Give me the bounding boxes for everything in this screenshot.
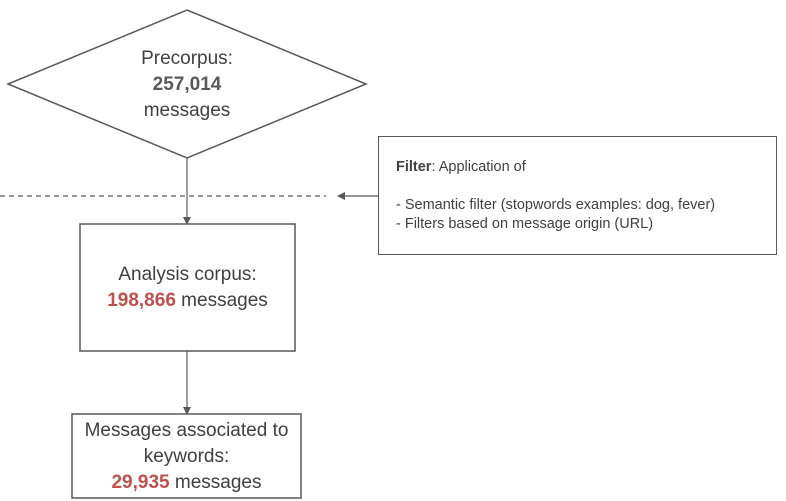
analysis-corpus-label: Analysis corpus: 198,866 messages (80, 262, 295, 314)
analysis-corpus-box (79, 223, 296, 352)
precorpus-label: Precorpus: 257,014 messages (87, 46, 287, 124)
keywords-count-line: 29,935 messages (72, 470, 301, 496)
keywords-box (71, 413, 302, 499)
keywords-label: Messages associated to keywords: 29,935 … (72, 418, 301, 496)
analysis-title: Analysis corpus: (118, 264, 257, 285)
filter-label: Filter (396, 159, 432, 175)
filter-item-semantic: - Semantic filter (stopwords examples: d… (396, 197, 716, 213)
precorpus-unit: messages (143, 100, 231, 121)
keywords-count: 29,935 (111, 472, 170, 493)
keywords-title-line1: Messages associated to (84, 420, 289, 441)
filter-item-origin: - Filters based on message origin (URL) (396, 216, 654, 232)
keywords-unit: messages (174, 472, 262, 493)
filter-heading: Filter: Application of (396, 159, 776, 175)
filter-box: Filter: Application of - Semantic filter… (378, 136, 777, 255)
analysis-count: 198,866 (107, 290, 176, 311)
analysis-count-line: 198,866 messages (80, 288, 295, 314)
keywords-title-line2: keywords: (143, 446, 230, 467)
analysis-unit: messages (181, 290, 268, 311)
filter-intro: : Application of (431, 159, 526, 175)
precorpus-count: 257,014 (152, 74, 222, 95)
precorpus-title: Precorpus: (141, 48, 233, 69)
